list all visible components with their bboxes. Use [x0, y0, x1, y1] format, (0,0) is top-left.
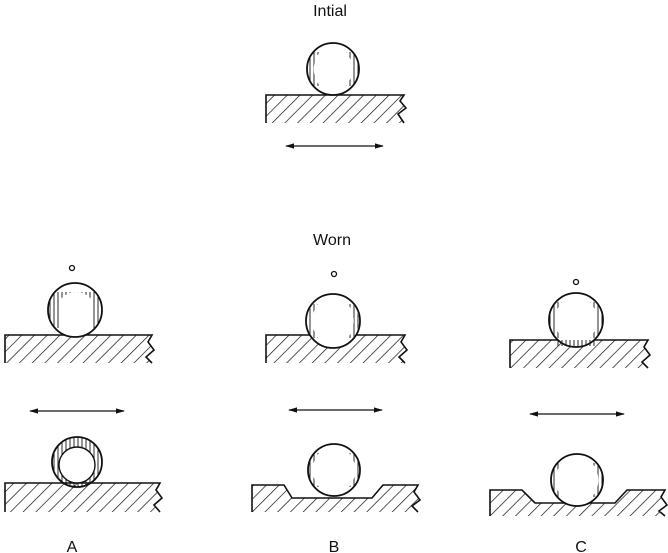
initial-ball: [307, 43, 360, 95]
initial-panel: [266, 43, 406, 146]
panel-b: B: [252, 272, 420, 553]
panel-c-label: C: [575, 539, 587, 553]
panel-a-label: A: [67, 539, 78, 553]
panel-b-ball-worn: [308, 444, 361, 496]
panel-b-axis-marker: [332, 272, 337, 277]
panel-a-ball-top: [48, 283, 102, 337]
panel-c-ball-worn: [551, 454, 604, 506]
panel-a-axis-marker: [70, 266, 75, 271]
initial-surface: [266, 95, 406, 123]
panel-c: C: [490, 280, 667, 553]
panel-a-surface-bottom: [5, 483, 162, 512]
initial-title: Intial: [313, 3, 347, 20]
panel-c-axis-marker: [574, 280, 579, 285]
panel-a: A: [5, 266, 162, 553]
panel-b-ball-top: [306, 294, 360, 348]
panel-a-ball-worn: [52, 437, 102, 487]
panel-a-surface-top: [5, 335, 154, 363]
panel-c-ball-top: [549, 293, 603, 347]
worn-title: Worn: [313, 232, 351, 249]
panel-b-label: B: [329, 539, 340, 553]
